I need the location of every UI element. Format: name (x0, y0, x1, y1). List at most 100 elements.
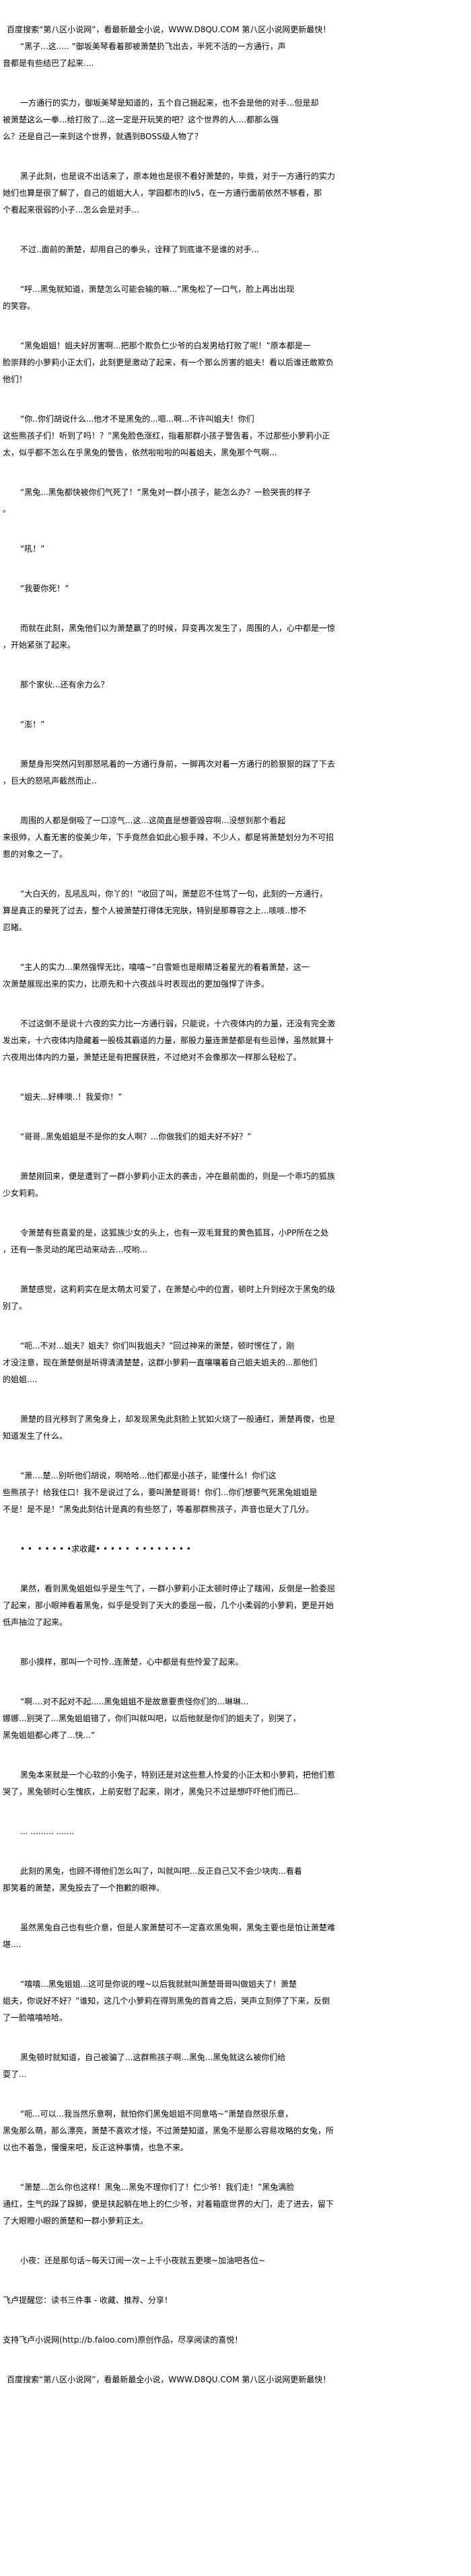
paragraph: 那个家伙...还有余力么？ (3, 677, 468, 693)
paragraph-line: 姐夫，你说好不好？”谁知，这几个小萝莉在得到黑兔的首肯之后，哭声立刻停了下来，反… (3, 1996, 330, 2006)
paragraph-line: ，开始紧张了起来。 (3, 640, 76, 650)
paragraph: “哥哥..黑兔姐姐是不是你的女人啊？...你做我们的姐夫好不好？” (3, 1129, 468, 1145)
paragraph-line: 黑兔本来就是一个心软的小兔子，特别还是对这些惹人怜爱的小正太和小萝莉，把他们惹 (20, 1770, 336, 1780)
paragraph: 一方通行的实力，御坂美琴是知道的，五个自己捆起来，也不会是他的对手...但是却被… (3, 95, 468, 145)
paragraph: 而就在此刻，黑兔他们以为萧楚赢了的时候，异变再次发生了，周围的人，心中都是一惊，… (3, 620, 468, 654)
paragraph-line: 萧楚刚回来，便是遭到了一群小萝莉小正太的袭击，冲在最前面的，则是一个乖巧的狐族 (20, 1172, 336, 1181)
paragraph: “萧楚...怎么你也这样！黑兔...黑兔不理你们了！仁少爷！我们走！”黑兔满脸通… (3, 2179, 468, 2230)
site-banner-bottom: 百度搜索“第八区小说网”，看最新最全小说，WWW.D8QU.COM 第八区小说网… (7, 2375, 331, 2384)
paragraph-line: “主人的实力...果然强悍无比，嘻嘻~”白雪姬也是眼睛泛着星光的看着萧楚，这一 (20, 962, 310, 972)
paragraph-line: “澎！” (20, 720, 45, 729)
paragraph-line: • • • • • • •求收藏• • • • • • • • • • • • … (20, 1544, 191, 1554)
paragraph: 萧楚的目光移到了黑兔身上，却发现黑兔此刻脸上犹如火烧了一般通红，萧楚再傻，也是知… (3, 1411, 468, 1445)
paragraph-line: 此刻的黑兔，也顾不得他们怎么叫了，叫就叫吧...反正自己又不会少块肉...看着 (20, 1866, 302, 1876)
paragraph-line: 音都是有些结巴了起来.... (3, 59, 94, 68)
paragraph-line: “黑兔...黑兔都快被你们气死了！”黑兔对一群小孩子，能怎么办？一脸哭丧的样子 (20, 488, 311, 497)
paragraph-line: 萧楚身形突然闪到那怒吼着的一方通行身前，一脚再次对着一方通行的脸狠狠的踩了下去 (20, 759, 336, 769)
paragraph: “姐夫...好棒噢..！我爱你！” (3, 1089, 468, 1106)
chapter-page: 百度搜索“第八区小说网”，看最新最全小说，WWW.D8QU.COM 第八区小说网… (3, 25, 468, 2384)
paragraph: 周围的人都是倒吸了一口凉气...这...这简直是想要毁容啊...没想到那个看起来… (3, 812, 468, 863)
chapter-body: “黑子...这..... ”御坂美琴看着那被萧楚扔飞出去，半死不活的一方通行，声… (3, 38, 468, 2269)
paragraph-line: 萧楚的目光移到了黑兔身上，却发现黑兔此刻脸上犹如火烧了一般通红，萧楚再傻，也是 (20, 1414, 336, 1424)
paragraph-line: “啊....对不起对不起.....黑兔姐姐不是故意要责怪你们的...琳琳... (20, 1697, 249, 1706)
paragraph-line: 不是！是不是！”黑兔此刻估计是真的有些怒了，等着那群熊孩子，声音也是大了几分。 (3, 1505, 314, 1514)
paragraph-line: 这些熊孩子们！听到了吗！？”黑兔脸色涨红，指着那群小孩子警告着，不过那些小萝莉小… (3, 431, 330, 441)
paragraph-line: 算是真正的晕死了过去，整个人被萧楚打得体无完肤，特别是那尊容之上...咳咳..惨… (3, 906, 307, 915)
paragraph-line: 耍了... (3, 2070, 27, 2079)
paragraph-line: “吼！” (20, 544, 45, 554)
paragraph-line: 次萧楚展现出来的实力，比原先和十六夜战斗时表现出的更加强悍了许多。 (3, 979, 270, 989)
paragraph: “嘻嘻...黑兔姐姐...这可是你说的哩~以后我就就叫萧楚哥哥叫做姐夫了！萧楚姐… (3, 1976, 468, 2026)
paragraph-line: 的姐姐.... (3, 1375, 38, 1384)
paragraph: “我要你死！” (3, 580, 468, 597)
paragraph-line: ，还有一条灵动的尾巴动来动去...哎哟... (3, 1245, 147, 1254)
paragraph-line: 虽然黑兔自己也有些介意，但是人家萧楚可不一定喜欢黑兔啊，黑兔主要也是怕让萧楚难 (20, 1923, 336, 1932)
paragraph-line: 脸崇拜的小萝莉小正太们，此刻更是激动了起来，有一个那么厉害的姐夫！看以后谁还敢欺… (3, 358, 334, 367)
paragraph: “黑子...这..... ”御坂美琴看着那被萧楚扔飞出去，半死不活的一方通行，声… (3, 38, 468, 72)
paragraph: “萧....楚...别听他们胡说，啊哈哈...他们都是小孩子，能懂什么！你们这些… (3, 1468, 468, 1518)
paragraph-line: 不过..面前的萧楚，却用自己的拳头，诠释了到底谁不是谁的对手... (20, 245, 260, 254)
paragraph-line: “黑子...这..... ”御坂美琴看着那被萧楚扔飞出去，半死不活的一方通行，声 (20, 42, 286, 51)
paragraph-line: ，巨大的怒吼声截然而止.. (3, 776, 97, 786)
paragraph-line: 低声抽泣了起来。 (3, 1618, 68, 1627)
paragraph-line: 黑兔顿时就知道，自己被骗了...这群熊孩子啊...黑兔...黑兔就这么被你们给 (20, 2053, 286, 2062)
paragraph-line: 黑兔姐姐都心疼了...快...” (3, 1731, 96, 1740)
paragraph-line: 那小摸样，那叫一个可怜..连萧楚，心中都是有些怜爱了起来。 (20, 1657, 244, 1667)
paragraph-line: “嘻嘻...黑兔姐姐...这可是你说的哩~以后我就就叫萧楚哥哥叫做姐夫了！萧楚 (20, 1979, 297, 1989)
paragraph-line: 一方通行的实力，御坂美琴是知道的，五个自己捆起来，也不会是他的对手...但是却 (20, 98, 319, 108)
paragraph-line: “呃...不对...姐夫？姐夫？你们叫我姐夫？”回过神来的萧楚，顿时愣住了，刚 (20, 1341, 295, 1351)
paragraph: • • • • • • •求收藏• • • • • • • • • • • • … (3, 1541, 468, 1558)
paragraph-line: 发出来，十六夜体内隐藏着一股极其霸道的力量，那股力量连萧楚都是有些忌惮，虽然就算… (3, 1036, 334, 1045)
paragraph-line: 他们！ (3, 375, 28, 384)
paragraph-line: 被萧楚这么一拳...给打败了...这一定是开玩笑的吧？这个世界的人....都那么… (3, 115, 279, 124)
paragraph: ... ......... ....... (3, 1823, 468, 1840)
paragraph: “吼！” (3, 541, 468, 558)
faloo-reminder: 飞卢提醒您：读书三件事 - 收藏、推荐、分享！ (3, 2296, 172, 2305)
paragraph-line: 太，似乎都不怎么在乎黑兔的警告，依然啦啦啦的叫着姐夫，黑兔那个气啊... (3, 448, 277, 457)
paragraph-line: 堪.... (3, 1940, 22, 1949)
paragraph-line: 少女莉莉。 (3, 1188, 44, 1198)
paragraph: 黑兔本来就是一个心软的小兔子，特别还是对这些惹人怜爱的小正太和小萝莉，把他们惹哭… (3, 1767, 468, 1801)
paragraph-line: 惹的对象之一了。 (3, 849, 68, 859)
paragraph-line: 通红，生气的跺了跺脚，便是扶起躺在地上的仁少爷，对着箱庭世界的大门，走了进去，留… (3, 2199, 334, 2209)
paragraph-line: 的笑容。 (3, 301, 36, 311)
paragraph-line: 个看起来很弱的小子...怎么会是对手... (3, 205, 139, 215)
paragraph: 令萧楚有些喜爱的是，这狐族少女的头上，也有一双毛茸茸的黄色狐耳，小PP所在之处 ，… (3, 1225, 468, 1258)
paragraph-line: 了一脸嘻嘻哈哈。 (3, 2013, 68, 2022)
paragraph: “主人的实力...果然强悍无比，嘻嘻~”白雪姬也是眼睛泛着星光的看着萧楚，这一次… (3, 959, 468, 993)
paragraph-line: 黑子此刻，也是说不出话来了，原本她也是很不看好萧楚的，毕竟，对于一方通行的实力 (20, 172, 336, 181)
paragraph-line: 那个家伙...还有余力么？ (20, 680, 109, 689)
paragraph-line: 不过这倒不是说十六夜的实力比一方通行弱，只能说，十六夜体内的力量，还没有完全激 (20, 1019, 336, 1028)
paragraph: “黑兔...黑兔都快被你们气死了！”黑兔对一群小孩子，能怎么办？一脸哭丧的样子。 (3, 484, 468, 518)
paragraph-line: “萧楚...怎么你也这样！黑兔...黑兔不理你们了！仁少爷！我们走！”黑兔满脸 (20, 2183, 295, 2192)
paragraph: “呃...可以...我当然乐意啊，就怕你们黑兔姐姐不同意咯~”萧楚自然很乐意，黑… (3, 2106, 468, 2156)
paragraph-line: 别了。 (3, 1301, 28, 1311)
paragraph: “啊....对不起对不起.....黑兔姐姐不是故意要责怪你们的...琳琳... 娜… (3, 1694, 468, 1744)
paragraph-line: 了起来，那小眼神看着黑兔，似乎是受到了天大的委屈一般，几个小柔弱的小萝莉，更是开… (3, 1601, 334, 1610)
paragraph-line: “黑兔姐姐！姐夫好厉害啊...把那个欺负仁少爷的白发男给打败了呢！”原本都是一 (20, 341, 311, 350)
paragraph: “大白天的，乱吼乱叫，你丫的！”收回了叫，萧楚忍不住骂了一句，此刻的一方通行，算… (3, 886, 468, 936)
paragraph: “你..你们胡说什么...他才不是黑兔的...嗯...啊...不许叫姐夫！你们这… (3, 411, 468, 461)
paragraph-line: 才没注意，现在萧楚倒是听得清清楚楚，这群小萝莉一直嚷嚷着自己姐夫姐夫的...那他… (3, 1358, 318, 1367)
paragraph: “澎！” (3, 716, 468, 733)
paragraph-line: 哭了，黑兔顿时心生愧疚，上前安慰了起来，刚才，黑兔只不过是想吓吓他们而已.. (3, 1787, 299, 1796)
paragraph-line: 果然，看到黑兔姐姐似乎是生气了，一群小萝莉小正太顿时停止了瞎闹，反倒是一脸委屈 (20, 1584, 336, 1593)
paragraph-line: 娜娜...别哭了...黑兔姐姐错了，你们叫就叫吧，以后他就是你们的姐夫了，别哭了… (3, 1714, 301, 1723)
paragraph-line: 黑兔那么萌，那么漂亮，萧楚不喜欢才怪，不过萧楚知道，黑兔不是那么容易攻略的女兔，… (3, 2126, 334, 2135)
paragraph-line: 令萧楚有些喜爱的是，这狐族少女的头上，也有一双毛茸茸的黄色狐耳，小PP所在之处 (20, 1228, 329, 1238)
paragraph: 萧楚刚回来，便是遭到了一群小萝莉小正太的袭击，冲在最前面的，则是一个乖巧的狐族少… (3, 1168, 468, 1202)
paragraph: 黑子此刻，也是说不出话来了，原本她也是很不看好萧楚的，毕竟，对于一方通行的实力她… (3, 168, 468, 219)
paragraph-line: “呼...黑兔就知道，萧楚怎么可能会输的嘛...”黑兔松了一口气，脸上再出出现 (20, 285, 295, 294)
paragraph-line: 小夜：还是那句话~每天订阅一次~上千小夜就五更噢~加油吧各位~ (20, 2256, 266, 2265)
paragraph-line: 周围的人都是倒吸了一口凉气...这...这简直是想要毁容啊...没想到那个看起 (20, 816, 286, 825)
paragraph: 那小摸样，那叫一个可怜..连萧楚，心中都是有些怜爱了起来。 (3, 1654, 468, 1671)
paragraph: 此刻的黑兔，也顾不得他们怎么叫了，叫就叫吧...反正自己又不会少块肉...看着那… (3, 1863, 468, 1897)
paragraph-line: 了大眼瞪小眼的萧楚和一群小萝莉正太。 (3, 2216, 149, 2226)
paragraph-line: “你..你们胡说什么...他才不是黑兔的...嗯...啊...不许叫姐夫！你们 (20, 414, 254, 424)
paragraph-line: 。 (3, 504, 11, 514)
faloo-support-link[interactable]: 支持飞卢小说网(http://b.faloo.com)原创作品，尽享阅读的喜悦！ (3, 2335, 243, 2345)
paragraph-line: 来很帅，人畜无害的俊美少年，下手竟然会如此心狠手辣，不少人，都是将萧楚划分为不可… (3, 833, 334, 842)
paragraph-line: “姐夫...好棒噢..！我爱你！” (20, 1092, 122, 1102)
paragraph: 果然，看到黑兔姐姐似乎是生气了，一群小萝莉小正太顿时停止了瞎闹，反倒是一脸委屈了… (3, 1581, 468, 1631)
paragraph-line: 她们也算是很了解了，自己的姐姐大人，学园都市的lv5，在一方通行面前依然不够看，… (3, 188, 322, 198)
